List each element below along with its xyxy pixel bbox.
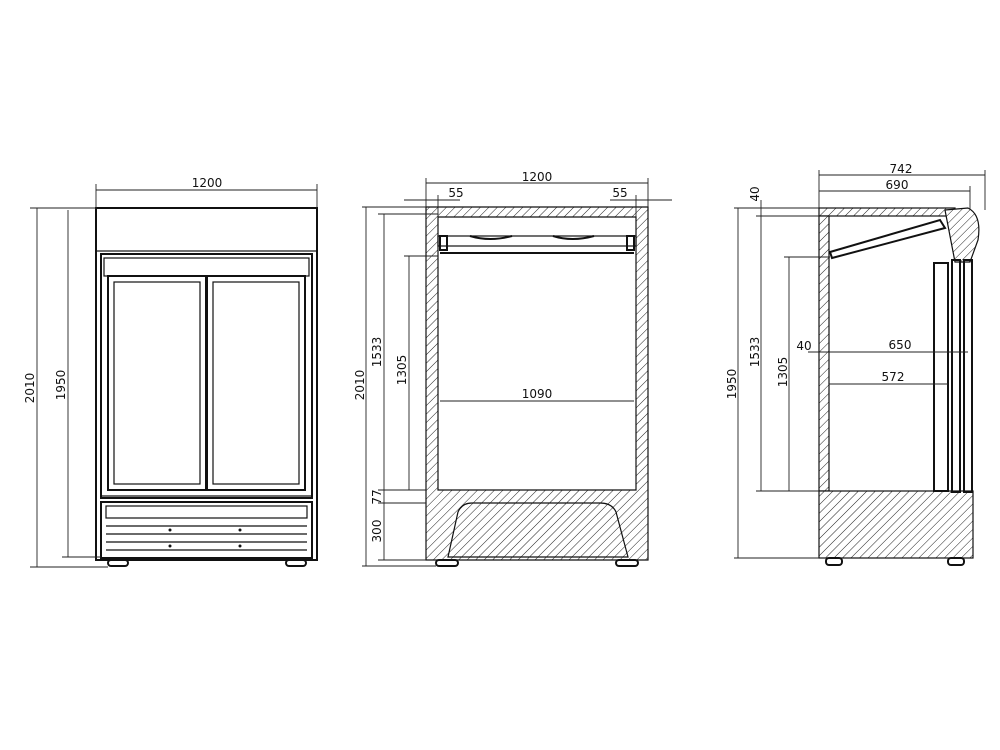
dimension-label: 1200 — [192, 176, 223, 190]
dimension-label: 742 — [890, 162, 913, 176]
rear-wheel — [825, 557, 843, 566]
right-wheel — [615, 559, 639, 567]
cabinet-depth-dimension: 690 — [819, 178, 971, 210]
top-light-assembly — [437, 235, 637, 254]
base-compartment — [818, 490, 974, 559]
interior-height-dimension: 1533 — [370, 213, 438, 491]
section-width-dimension: 1200 — [425, 170, 649, 207]
top-wall — [818, 207, 956, 217]
shelf-height-dimension: 1305 — [395, 255, 438, 490]
right-door — [206, 275, 306, 491]
left-wheel — [435, 559, 459, 567]
right-wall-dimension: 55 — [610, 186, 672, 217]
front-wheel — [947, 557, 965, 566]
dimension-label: 40 — [748, 186, 762, 201]
right-door-glass — [212, 281, 300, 485]
left-door-glass — [113, 281, 201, 485]
left-wall-dimension: 55 — [404, 186, 464, 217]
bottom-grille — [100, 501, 313, 559]
dimension-label: 1305 — [395, 355, 409, 386]
dimension-label: 572 — [882, 370, 905, 384]
dimension-label: 1950 — [54, 370, 68, 401]
light-fixture — [828, 218, 947, 260]
dimension-label: 55 — [448, 186, 463, 200]
dimension-label: 300 — [370, 520, 384, 543]
dimension-label: 55 — [612, 186, 627, 200]
front-view: 1200 2010 1950 — [23, 176, 318, 568]
door-top-rail — [103, 257, 310, 277]
base-height-dimension: 300 — [370, 503, 426, 561]
side-overall-height-dimension: 1950 — [725, 207, 819, 559]
back-wall-dimension: 40 — [796, 339, 829, 353]
side-view: 742 690 40 1950 1533 1305 40 — [725, 162, 986, 566]
dimension-label: 1090 — [522, 387, 553, 401]
dimension-label: 1533 — [370, 337, 384, 368]
dimension-label: 1533 — [748, 337, 762, 368]
dimension-label: 40 — [796, 339, 811, 353]
front-canopy — [944, 207, 980, 263]
overall-depth-dimension: 742 — [818, 162, 986, 210]
interior-depth-dimension: 650 — [829, 338, 968, 353]
interior-width-dimension: 1090 — [440, 387, 634, 402]
front-body-height-dimension: 1950 — [54, 210, 101, 558]
dimension-label: 2010 — [23, 373, 37, 404]
top-thickness-dimension: 40 — [748, 186, 762, 216]
insulated-walls — [425, 206, 649, 561]
compressor-compartment — [447, 502, 629, 558]
dimension-label: 1305 — [776, 357, 790, 388]
left-door — [107, 275, 207, 491]
dimension-label: 2010 — [353, 370, 367, 401]
dimension-label: 690 — [886, 178, 909, 192]
section-overall-height-dimension: 2010 — [353, 206, 436, 567]
top-canopy — [95, 207, 318, 252]
side-interior-height-dimension: 1533 — [748, 215, 819, 492]
glass-door-profile — [933, 259, 973, 493]
shelf-depth-dimension: 572 — [829, 370, 948, 385]
dimension-label: 650 — [889, 338, 912, 352]
left-wheel — [107, 559, 129, 567]
dimension-label: 1950 — [725, 369, 739, 400]
front-width-dimension: 1200 — [95, 176, 318, 208]
dimension-label: 1200 — [522, 170, 553, 184]
right-wheel — [285, 559, 307, 567]
front-overall-height-dimension: 2010 — [23, 207, 108, 568]
floor-thickness-dimension: 77 — [370, 489, 426, 505]
door-frame — [100, 253, 313, 499]
section-view: 1200 55 55 2010 1533 1305 — [353, 170, 672, 567]
dimension-label: 77 — [370, 489, 384, 504]
side-shelf-height-dimension: 1305 — [776, 256, 830, 491]
